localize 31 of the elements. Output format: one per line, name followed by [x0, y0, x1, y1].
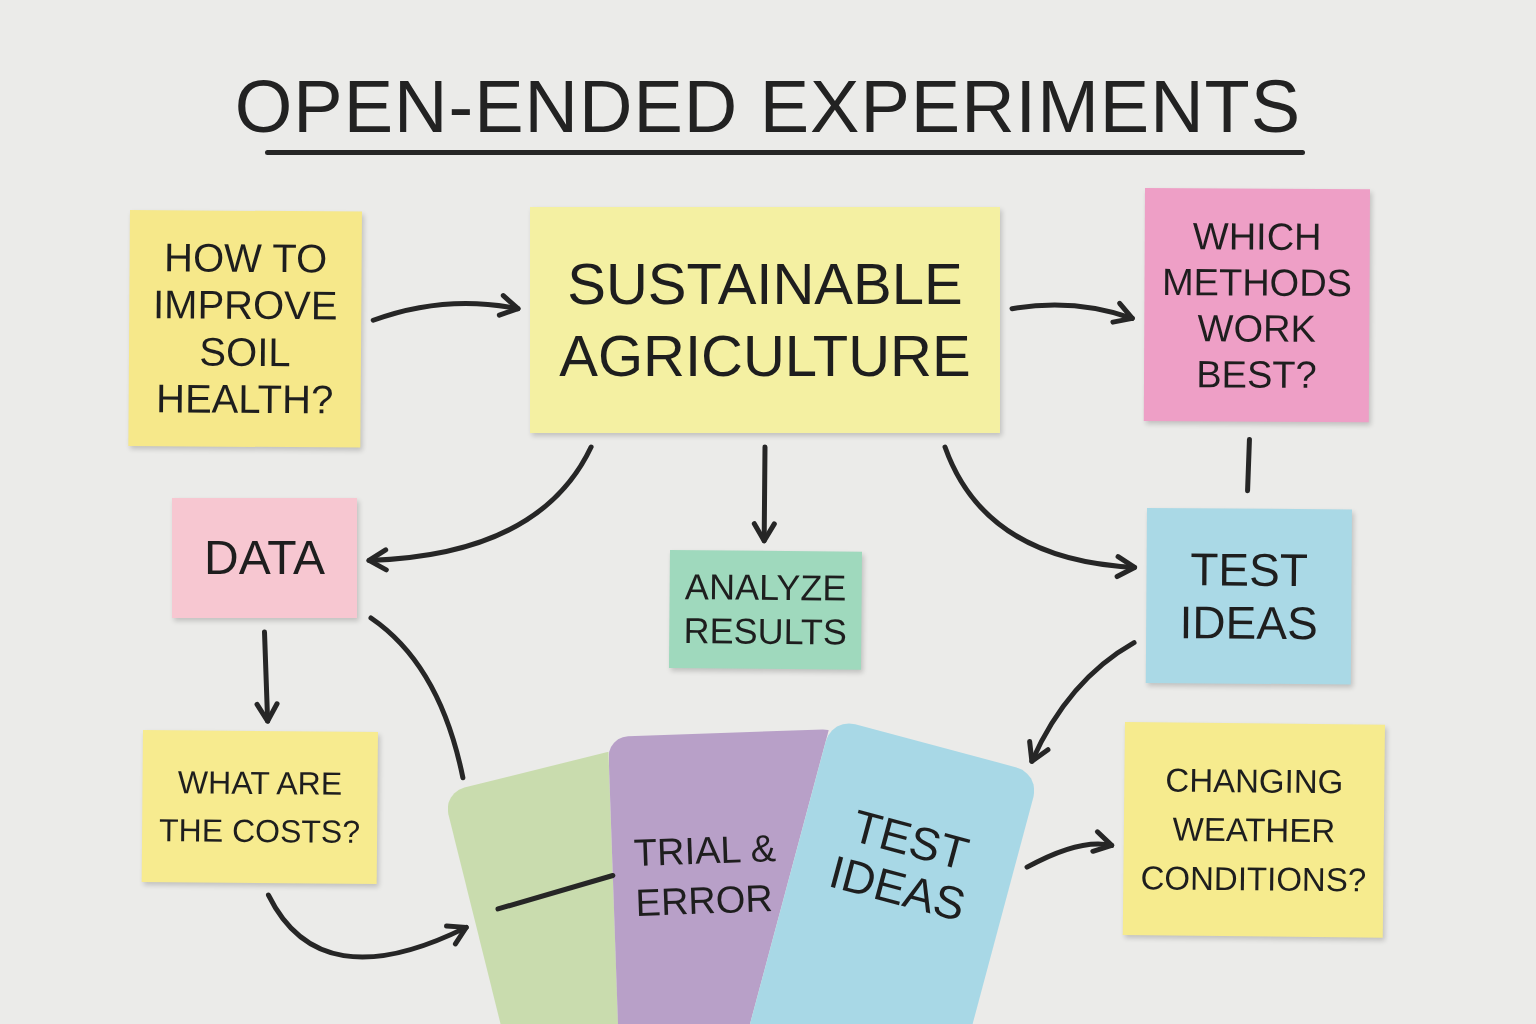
sticky-note — [1122, 722, 1385, 938]
arrow — [254, 629, 280, 724]
card-text: TEST IDEAS — [823, 798, 976, 933]
note-text: DATA — [204, 532, 325, 584]
note-text: HOW TO IMPROVE SOIL HEALTH? — [151, 234, 339, 424]
note-text: WHICH METHODS WORK BEST? — [1160, 213, 1354, 398]
sticky-note — [1145, 508, 1352, 685]
card-text: TRIAL & ERROR — [633, 826, 778, 927]
sticky-note — [530, 207, 1000, 433]
arrow — [1024, 830, 1115, 870]
arrow — [265, 892, 469, 960]
arrow — [1027, 640, 1137, 764]
title: OPEN-ENDED EXPERIMENTS — [233, 70, 1303, 144]
note-text: SUSTAINABLE AGRICULTURE — [558, 250, 972, 390]
arrow — [751, 444, 777, 544]
connector-line — [1245, 437, 1252, 494]
connector-line — [368, 615, 466, 781]
note-text: TEST IDEAS — [1178, 542, 1319, 650]
connector-line — [495, 873, 616, 912]
sticky-note — [141, 730, 378, 885]
sticky-note — [172, 498, 357, 618]
sticky-note — [128, 210, 362, 448]
sticky-note — [1143, 188, 1370, 423]
note-text: CHANGING WEATHER CONDITIONS? — [1139, 760, 1368, 901]
note-text: ANALYZE RESULTS — [682, 565, 849, 655]
note-text: WHAT ARE THE COSTS? — [158, 763, 362, 852]
arrow — [366, 444, 594, 572]
arrow — [370, 293, 521, 323]
arrow — [1009, 301, 1135, 326]
arrow — [942, 444, 1138, 579]
sticky-note — [668, 550, 862, 670]
